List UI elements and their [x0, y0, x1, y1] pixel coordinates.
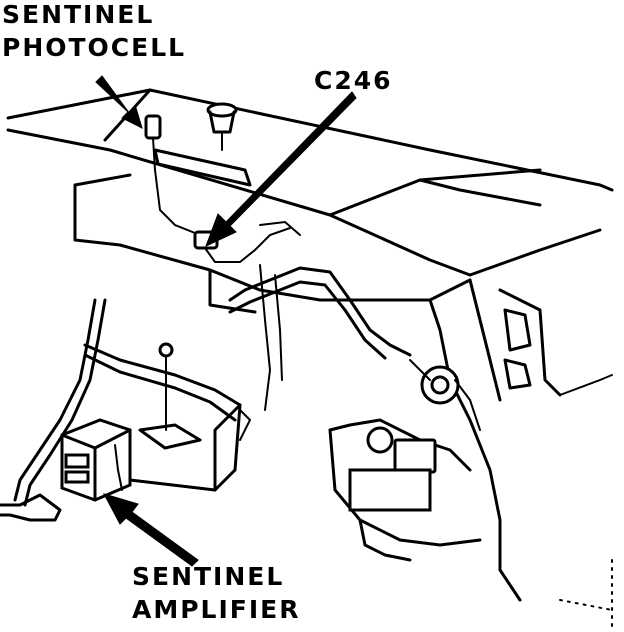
right-bracket [498, 288, 613, 397]
lower-duct [0, 403, 242, 522]
amplifier-module [60, 418, 199, 567]
c246-label: C246 [314, 66, 393, 95]
defroster-slot [153, 148, 252, 187]
dashboard-top-panel [6, 88, 614, 277]
dotted-edge [559, 559, 613, 632]
photocell-label-line1: SENTINEL [2, 0, 155, 29]
steering-column-area [328, 278, 522, 602]
amplifier-label-line1: SENTINEL [132, 562, 285, 591]
photocell-label-line2: PHOTOCELL [2, 33, 187, 62]
instrument-panel-face [73, 173, 472, 314]
bulb-socket [206, 102, 238, 151]
amplifier-label-line2: AMPLIFIER [132, 595, 301, 624]
photocell-assembly [95, 75, 201, 236]
ground-screw [138, 342, 202, 450]
c246-connector [193, 91, 357, 263]
wire-harness [13, 264, 412, 507]
sentinel-amplifier-label: SENTINEL AMPLIFIER [132, 564, 301, 630]
sentinel-photocell-label: SENTINEL PHOTOCELL [2, 2, 186, 68]
